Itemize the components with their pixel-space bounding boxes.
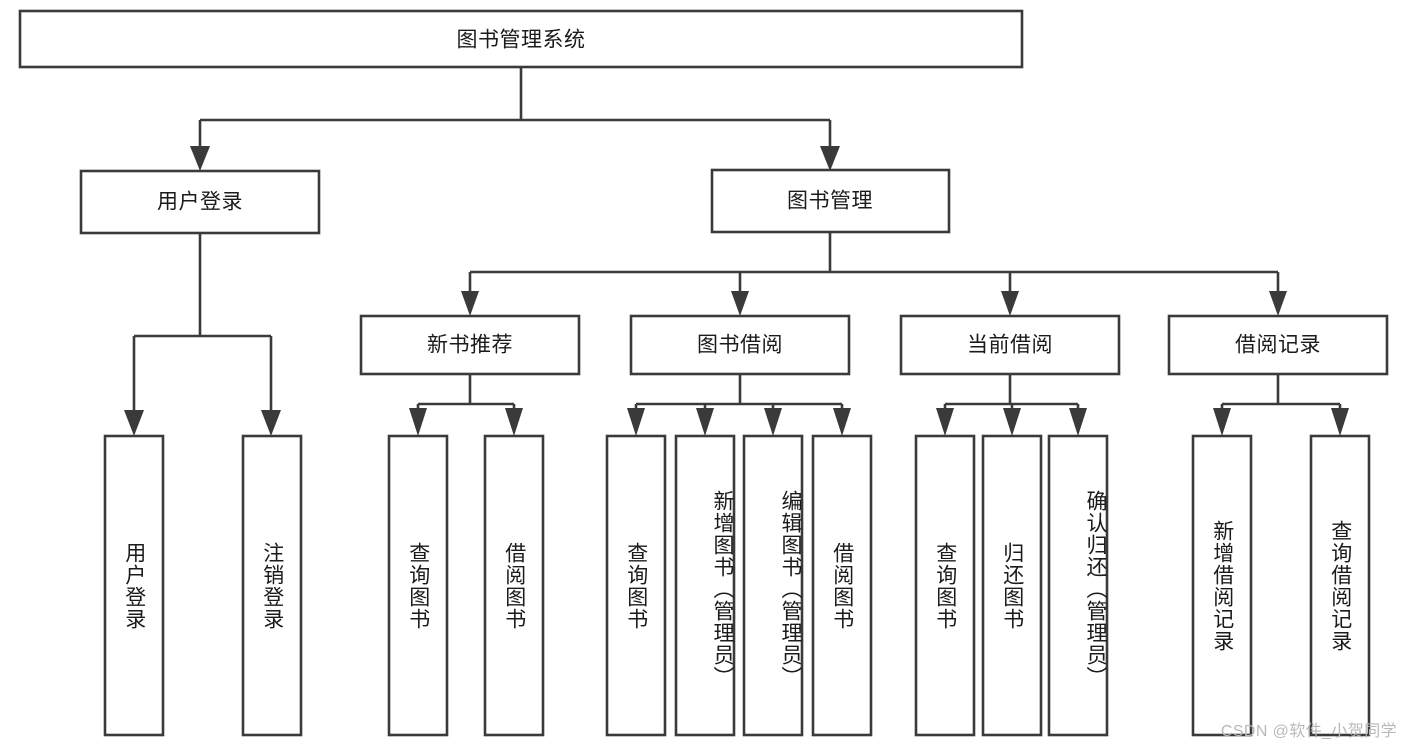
arrow-icon-leaf-add-record: [1213, 408, 1231, 436]
arrow-icon-new-book-rec: [461, 291, 479, 316]
arrow-icon-leaf-user-login: [124, 410, 144, 436]
node-borrow-record[interactable]: 借阅记录: [1167, 314, 1389, 376]
leaf-box-query-book-1[interactable]: [387, 434, 449, 737]
node-book-manage-label: 图书管理: [787, 190, 873, 213]
arrow-icon-leaf-query-book-1: [409, 408, 427, 436]
connector-group-root: [190, 67, 840, 171]
connector-group-new-book-rec: [409, 374, 523, 436]
node-root[interactable]: 图书管理系统: [18, 9, 1024, 69]
leaf-boxes-group: [103, 434, 1371, 737]
node-borrow-record-box[interactable]: [1167, 314, 1389, 376]
arrow-icon-leaf-confirm-return: [1069, 408, 1087, 436]
leaf-box-edit-book[interactable]: [742, 434, 804, 737]
connector-group-book-borrow: [627, 374, 851, 436]
arrow-icon-leaf-return-book: [1003, 408, 1021, 436]
leaf-box-query-book-2[interactable]: [605, 434, 667, 737]
leaf-box-return-book[interactable]: [981, 434, 1043, 737]
connector-group-borrow-record: [1213, 374, 1349, 436]
node-new-book-rec-box[interactable]: [359, 314, 581, 376]
leaf-box-add-book[interactable]: [674, 434, 736, 737]
node-user-login-box[interactable]: [79, 169, 321, 235]
arrow-icon-leaf-add-book: [696, 408, 714, 436]
node-current-borrow-label: 当前借阅: [967, 334, 1053, 357]
node-book-manage[interactable]: 图书管理: [710, 168, 951, 234]
node-new-book-rec[interactable]: 新书推荐: [359, 314, 581, 376]
arrow-icon-leaf-borrow-book-1: [505, 408, 523, 436]
node-user-login[interactable]: 用户登录: [79, 169, 321, 235]
leaf-box-confirm-return[interactable]: [1047, 434, 1109, 737]
connector-group-user-login: [124, 233, 281, 436]
node-borrow-record-label: 借阅记录: [1235, 334, 1321, 357]
leaf-box-query-record[interactable]: [1309, 434, 1371, 737]
arrow-icon-book-borrow: [731, 291, 749, 316]
arrow-icon-book-manage: [820, 146, 840, 171]
leaf-box-user-login[interactable]: [103, 434, 165, 737]
node-new-book-rec-label: 新书推荐: [427, 334, 513, 357]
watermark-text: CSDN @软件_小贺同学: [1220, 723, 1397, 740]
node-book-borrow-box[interactable]: [629, 314, 851, 376]
node-current-borrow-box[interactable]: [899, 314, 1121, 376]
node-book-manage-box[interactable]: [710, 168, 951, 234]
leaf-box-add-record[interactable]: [1191, 434, 1253, 737]
leaf-box-borrow-book-2[interactable]: [811, 434, 873, 737]
arrow-icon-leaf-query-book-2: [627, 408, 645, 436]
node-root-label: 图书管理系统: [457, 29, 586, 52]
arrow-icon-current-borrow: [1001, 291, 1019, 316]
arrow-icon-leaf-edit-book: [764, 408, 782, 436]
node-user-login-label: 用户登录: [157, 191, 243, 214]
node-root-box[interactable]: [18, 9, 1024, 69]
leaf-box-query-book-3[interactable]: [914, 434, 976, 737]
leaf-box-borrow-book-1[interactable]: [483, 434, 545, 737]
arrow-icon-leaf-borrow-book-2: [833, 408, 851, 436]
node-book-borrow-label: 图书借阅: [697, 334, 783, 357]
leaf-box-user-logout[interactable]: [241, 434, 303, 737]
connector-group-book-manage: [461, 232, 1287, 316]
connector-group-current-borrow: [936, 374, 1087, 436]
arrow-icon-user-login: [190, 146, 210, 171]
node-current-borrow[interactable]: 当前借阅: [899, 314, 1121, 376]
arrow-icon-leaf-query-book-3: [936, 408, 954, 436]
arrow-icon-borrow-record: [1269, 291, 1287, 316]
node-book-borrow[interactable]: 图书借阅: [629, 314, 851, 376]
arrow-icon-leaf-query-record: [1331, 408, 1349, 436]
arrow-icon-leaf-user-logout: [261, 410, 281, 436]
